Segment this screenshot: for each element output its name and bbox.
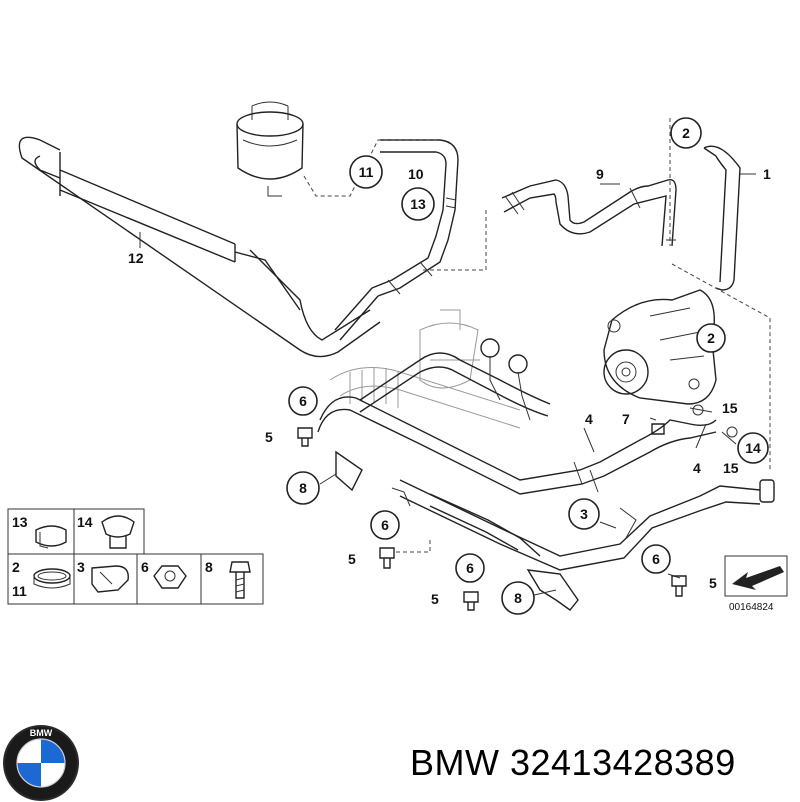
label-5-bottom: 5	[431, 591, 439, 607]
callout-13: 13	[401, 187, 435, 221]
leader-lines	[139, 118, 771, 597]
callout-11: 11	[349, 155, 383, 189]
bolts-drawing	[297, 404, 738, 611]
rack-fittings-drawing	[480, 338, 531, 421]
label-4-upper: 4	[585, 411, 593, 427]
callout-6-center: 6	[370, 510, 400, 540]
feed-lines-drawing	[317, 352, 775, 571]
svg-text:6: 6	[652, 551, 660, 567]
bmw-logo-icon: BMW	[3, 725, 79, 801]
label-10: 10	[408, 166, 424, 182]
oil-cooler-loop-drawing	[18, 136, 381, 358]
callout-2-mid: 2	[696, 323, 726, 353]
svg-text:2: 2	[707, 330, 715, 346]
label-12: 12	[128, 250, 144, 266]
callout-6-bottom: 6	[455, 553, 485, 583]
legend-clamp-13-drawing	[35, 525, 67, 549]
callout-3: 3	[568, 498, 600, 530]
legend-clip-3-drawing	[91, 565, 129, 593]
label-9: 9	[596, 166, 604, 182]
callout-8-left: 8	[286, 471, 320, 505]
svg-text:6: 6	[381, 517, 389, 533]
legend-label-8: 8	[205, 559, 213, 575]
diagram-code: 00164824	[729, 602, 774, 613]
legend-cap-14-drawing	[101, 515, 135, 549]
label-7: 7	[622, 411, 630, 427]
brand-part-number: BMW 32413428389	[410, 742, 736, 783]
label-4-lower: 4	[693, 460, 701, 476]
brackets-drawing	[335, 450, 579, 611]
label-1: 1	[763, 166, 771, 182]
legend-label-6: 6	[141, 559, 149, 575]
legend-label-13: 13	[12, 514, 28, 530]
callout-6-left: 6	[288, 386, 318, 416]
pressure-hose-9-drawing	[501, 179, 677, 247]
label-5-right: 5	[709, 575, 717, 591]
callout-14: 14	[737, 432, 769, 464]
legend-label-14: 14	[77, 514, 93, 530]
svg-text:8: 8	[514, 590, 522, 606]
svg-text:13: 13	[410, 196, 426, 212]
direction-arrow-box: 00164824	[724, 555, 788, 613]
label-15-upper: 15	[722, 400, 738, 416]
svg-text:8: 8	[299, 480, 307, 496]
svg-text:6: 6	[466, 560, 474, 576]
svg-text:11: 11	[359, 164, 374, 180]
svg-text:3: 3	[580, 506, 588, 522]
label-5-left: 5	[265, 429, 273, 445]
callout-8-bottom: 8	[501, 581, 535, 615]
label-5-center: 5	[348, 551, 356, 567]
svg-text:6: 6	[299, 393, 307, 409]
callout-2-top: 2	[670, 117, 702, 149]
legend-label-2: 2	[12, 559, 20, 575]
svg-text:14: 14	[745, 440, 761, 456]
svg-text:2: 2	[682, 125, 690, 141]
logo-lettering: BMW	[30, 728, 53, 738]
legend-clamp-2-drawing	[33, 568, 71, 589]
legend-label-3: 3	[77, 559, 85, 575]
steering-rack-drawing	[329, 309, 521, 429]
legend-label-11: 11	[12, 583, 27, 599]
legend-nut-6-drawing	[153, 565, 187, 589]
callout-6-right: 6	[641, 544, 671, 574]
reservoir-drawing	[236, 101, 304, 197]
arrow-icon	[732, 566, 784, 590]
suction-hose-drawing	[703, 145, 741, 291]
parts-legend: 13 14 2 11 3 6 8	[7, 508, 264, 605]
steering-pump-drawing	[603, 289, 717, 405]
return-hose-drawing	[334, 139, 459, 341]
legend-bolt-8-drawing	[229, 561, 251, 599]
label-15-lower: 15	[723, 460, 739, 476]
